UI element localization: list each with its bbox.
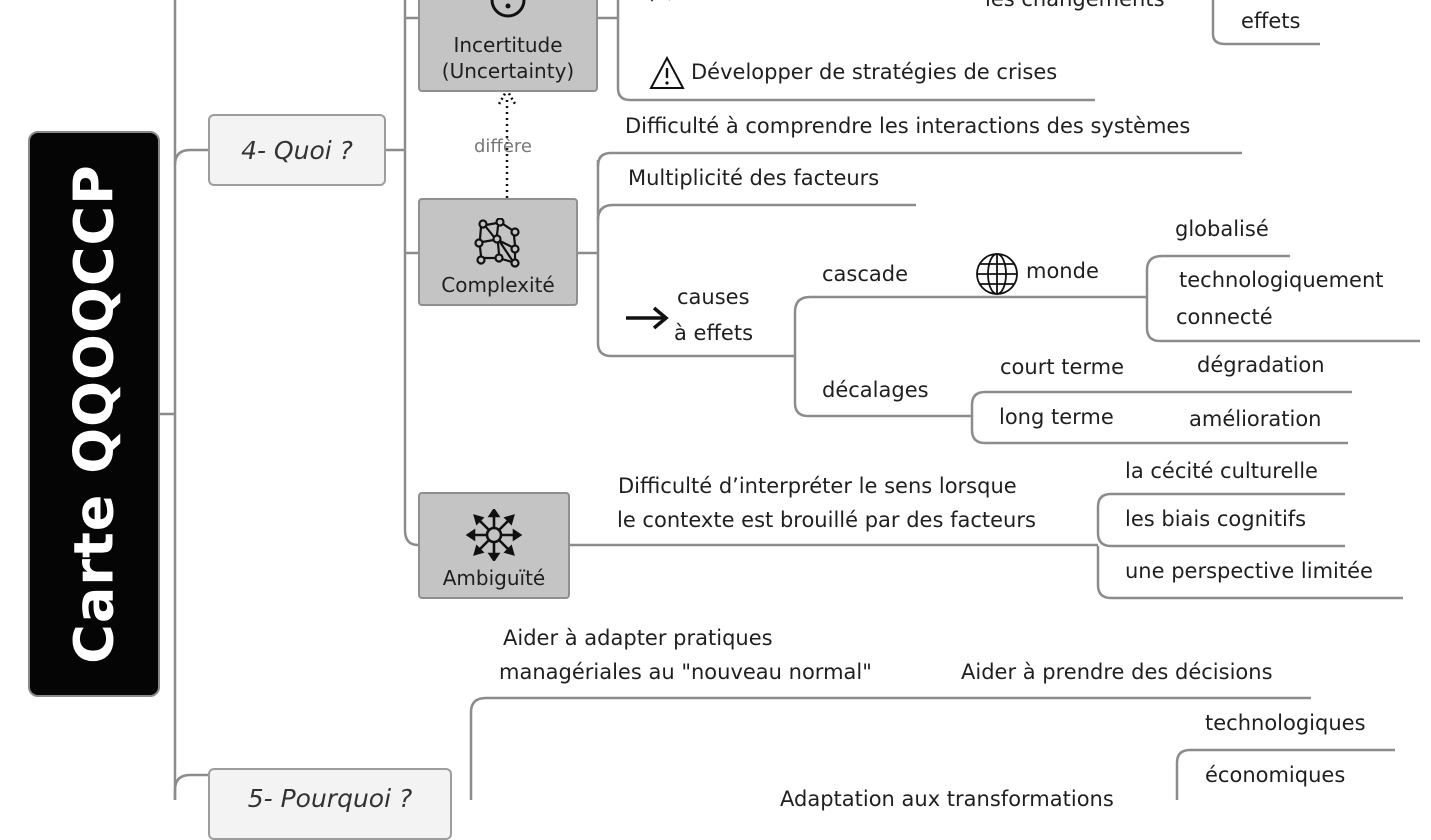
- node-quoi-label: 4- Quoi ?: [241, 135, 353, 165]
- partial-icon: [650, 0, 670, 2]
- connector-lines: [160, 0, 1420, 800]
- ambiguite-difficulte-1: Difficulté d’interpréter le sens lorsque: [618, 474, 1017, 498]
- incertitude-label-2: (Uncertainty): [441, 59, 575, 83]
- pourquoi-decisions: Aider à prendre des décisions: [961, 660, 1273, 684]
- incertitude-effets: effets: [1241, 9, 1301, 33]
- complexite-cascade: cascade: [822, 262, 909, 286]
- incertitude-strategies: Développer de stratégies de crises: [691, 60, 1058, 84]
- map-title-box: Carte QQOQCCP: [28, 131, 160, 697]
- node-incertitude[interactable]: Incertitude (Uncertainty): [418, 0, 598, 92]
- complexite-techno-2: connecté: [1176, 305, 1273, 329]
- network-icon: [474, 218, 520, 268]
- complexite-techno-1: technologiquement: [1179, 268, 1384, 292]
- incertitude-label-1: Incertitude: [453, 33, 563, 57]
- pourquoi-technologiques: technologiques: [1205, 711, 1366, 735]
- compass-arrows-icon: [465, 509, 523, 561]
- relation-label: diffère: [474, 136, 532, 157]
- complexite-degradation: dégradation: [1197, 353, 1325, 377]
- warning-icon: [648, 55, 686, 95]
- complexite-decalages: décalages: [822, 378, 929, 402]
- ambiguite-difficulte-2: le contexte est brouillé par des facteur…: [617, 508, 1036, 532]
- ambiguite-biais: les biais cognitifs: [1125, 507, 1307, 531]
- node-pourquoi[interactable]: 5- Pourquoi ?: [208, 768, 452, 840]
- complexite-difficulte: Difficulté à comprendre les interactions…: [625, 114, 1191, 138]
- complexite-causes-2: à effets: [674, 321, 754, 345]
- complexite-amelioration: amélioration: [1189, 407, 1322, 431]
- complexite-monde: monde: [1026, 259, 1099, 283]
- complexite-label: Complexité: [441, 273, 555, 297]
- complexite-court-terme: court terme: [1000, 355, 1125, 379]
- complexite-long-terme: long terme: [999, 405, 1114, 429]
- ambiguite-cecite: la cécité culturelle: [1125, 459, 1318, 483]
- globe-icon: [974, 251, 1020, 301]
- pourquoi-economiques: économiques: [1205, 763, 1346, 787]
- complexite-multiplicite: Multiplicité des facteurs: [628, 166, 880, 190]
- node-complexite[interactable]: Complexité: [418, 198, 578, 306]
- map-title: Carte QQOQCCP: [62, 164, 126, 664]
- pourquoi-adapter-1: Aider à adapter pratiques: [503, 626, 773, 650]
- node-pourquoi-label: 5- Pourquoi ?: [247, 784, 413, 813]
- node-ambiguite[interactable]: Ambiguïté: [418, 492, 570, 599]
- ambiguite-perspective: une perspective limitée: [1125, 559, 1373, 583]
- uncertainty-icon: [490, 0, 526, 18]
- complexite-causes-1: causes: [677, 285, 750, 309]
- partial-text-left: [640, 0, 684, 11]
- complexite-globalise: globalisé: [1175, 217, 1269, 241]
- node-quoi[interactable]: 4- Quoi ?: [208, 114, 386, 186]
- arrow-right-icon: [624, 304, 672, 336]
- ambiguite-label: Ambiguïté: [442, 566, 546, 590]
- pourquoi-adapter-2: managériales au "nouveau normal": [499, 660, 872, 684]
- incertitude-top-right: les changements: [985, 0, 1165, 13]
